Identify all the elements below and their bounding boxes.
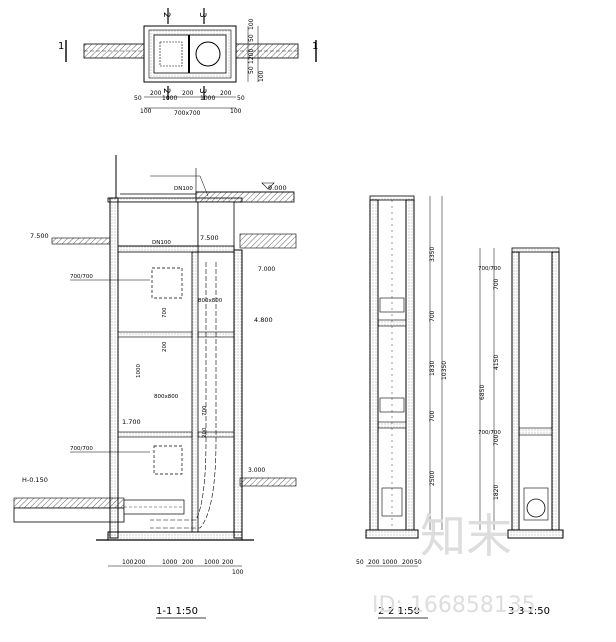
level-7500-right: 7.500 [200, 234, 219, 242]
section-3-3: 700/700 700/700 700 4150 700 1820 6850 3… [478, 247, 564, 617]
s1-dim-3: 1000 [162, 559, 177, 566]
label-700-700-upper: 700/700 [70, 274, 93, 280]
label-200-b: 200 [202, 427, 208, 438]
section-3-3-title: 3-3 1:50 [508, 606, 550, 617]
s3-dim-700-a: 700 [493, 278, 500, 290]
label-800x800-upper: 800x800 [198, 298, 223, 304]
cut-mark-2-bottom: 2 [161, 88, 171, 94]
plan-side-dim-3: 1200 [248, 49, 255, 64]
level-9000: 9.000 [268, 184, 287, 192]
plan-side-dim-4: 50 [248, 66, 255, 74]
cut-mark-2-top: 2 [161, 12, 171, 18]
plan-side-dim-5: 100 [258, 70, 265, 82]
plan-dim-2: 200 [150, 90, 162, 97]
s2-dim-total: 10350 [441, 361, 448, 380]
s2-bdim-5: 50 [414, 559, 422, 566]
s3-label-700-upper: 700/700 [478, 266, 501, 272]
s1-dim-1: 100 [122, 559, 134, 566]
s2-dim-1830: 1830 [429, 361, 436, 376]
plan-view: 1 1 2 3 2 3 50 200 1000 200 1000 200 50 … [58, 8, 318, 117]
cut-mark-3-top: 3 [197, 12, 207, 18]
s2-dim-3350: 3350 [429, 247, 436, 262]
plan-dim-5: 1000 [200, 95, 215, 102]
watermark-id: ID: 166858135 [372, 593, 536, 618]
watermark: 知末 ID: 166858135 [372, 509, 536, 618]
label-1000-a: 1000 [136, 364, 142, 378]
s3-dim-4150: 4150 [493, 355, 500, 370]
section-1-1: 9.000 7.500 7.500 4.800 1.700 H-0.150 7.… [13, 155, 297, 619]
plan-dim-6: 200 [220, 90, 232, 97]
level-3000: 3.000 [248, 467, 265, 474]
s3-dim-1820: 1820 [493, 485, 500, 500]
plan-dim-3: 1000 [162, 95, 177, 102]
label-700-a: 700 [162, 307, 168, 318]
plan-dim-1: 50 [134, 95, 142, 102]
plan-side-dim-2: 50 [248, 34, 255, 42]
level-7000: 7.000 [258, 266, 275, 273]
level-1700: 1.700 [122, 418, 141, 426]
label-700-b: 700 [202, 405, 208, 416]
s2-bdim-1: 50 [356, 559, 364, 566]
plan-dim-7: 50 [237, 95, 245, 102]
section-2-2-title: 2-2 1:50 [378, 606, 420, 617]
level-4800: 4.800 [254, 316, 273, 324]
label-dn100-top: DN100 [174, 186, 193, 192]
plan-side-dim-1: 100 [248, 18, 255, 30]
plan-dim-4: 200 [182, 90, 194, 97]
s2-dim-2500: 2500 [429, 471, 436, 486]
s2-bdim-3: 1000 [382, 559, 397, 566]
s3-dim-total: 6850 [479, 385, 486, 400]
section-1-1-title: 1-1 1:50 [156, 606, 198, 617]
s2-bdim-2: 200 [368, 559, 380, 566]
level-7500-left: 7.500 [30, 232, 49, 240]
plan-dim-outer-left: 100 [140, 108, 152, 115]
level-h-0150: H-0.150 [22, 476, 48, 484]
section-mark-right: 1 [312, 41, 318, 52]
label-800x800-lower: 800x800 [154, 394, 179, 400]
plan-dim-outer-right: 100 [230, 108, 242, 115]
cut-mark-3-bottom: 3 [197, 88, 207, 94]
s3-label-700-lower: 700/700 [478, 430, 501, 436]
s3-dim-700-b: 700 [493, 434, 500, 446]
s2-dim-700-a: 700 [429, 310, 436, 322]
watermark-logo: 知末 [420, 509, 512, 563]
s2-bdim-4: 200 [402, 559, 414, 566]
section-2-2: 3350 700 1830 700 2500 10350 50 200 1000… [356, 195, 448, 619]
s1-dim-2: 200 [134, 559, 146, 566]
s2-dim-700-b: 700 [429, 410, 436, 422]
label-200-a: 200 [162, 341, 168, 352]
s1-dim-7: 100 [232, 569, 244, 576]
s1-dim-4: 200 [182, 559, 194, 566]
plan-hole-label: 700x700 [174, 110, 201, 117]
section-mark-left: 1 [58, 41, 64, 52]
s1-dim-5: 1000 [204, 559, 219, 566]
s1-dim-6: 200 [222, 559, 234, 566]
label-700-700-lower: 700/700 [70, 446, 93, 452]
label-dn100-inner: DN100 [152, 240, 171, 246]
